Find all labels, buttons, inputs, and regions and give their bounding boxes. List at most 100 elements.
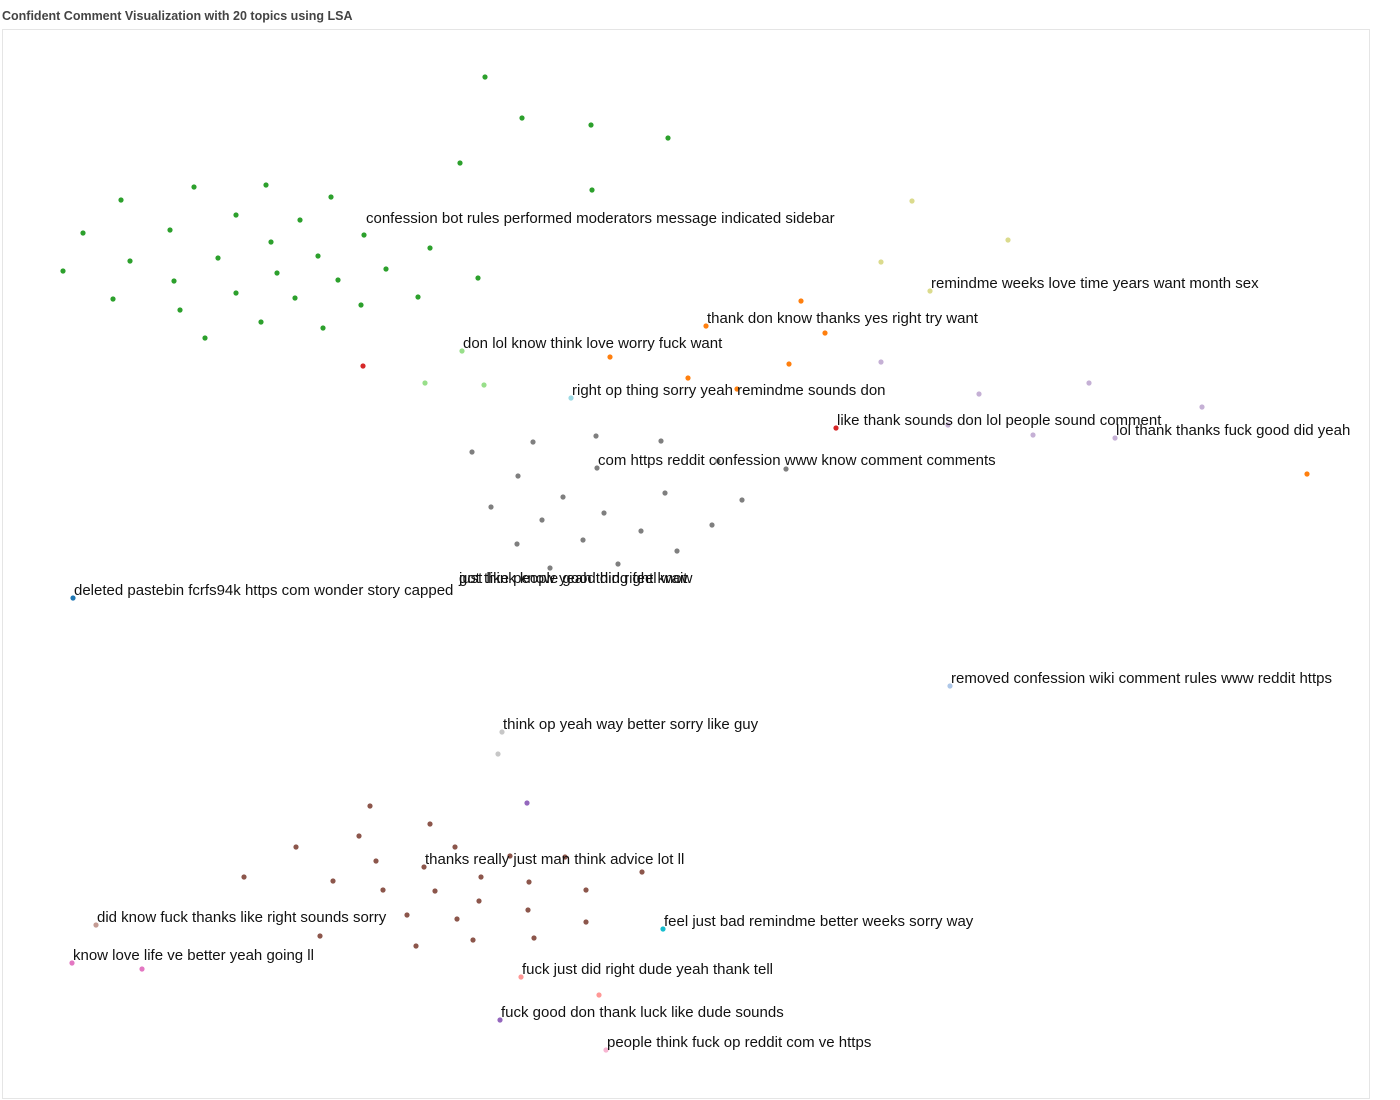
point-gray-18[interactable] <box>674 548 680 554</box>
point-gray-19[interactable] <box>547 565 553 571</box>
point-gray-9[interactable] <box>560 494 566 500</box>
point-purple-0[interactable] <box>524 800 530 806</box>
point-brown-3[interactable] <box>293 844 299 850</box>
point-lavender-2[interactable] <box>1086 380 1092 386</box>
point-green-34[interactable] <box>320 325 326 331</box>
point-lavender-5[interactable] <box>1030 432 1036 438</box>
point-silver-1[interactable] <box>495 751 501 757</box>
point-green-17[interactable] <box>215 255 221 261</box>
point-green-3[interactable] <box>665 135 671 141</box>
point-gray-5[interactable] <box>594 465 600 471</box>
point-brown-2[interactable] <box>356 833 362 839</box>
point-green-2[interactable] <box>588 122 594 128</box>
point-green-22[interactable] <box>60 268 66 274</box>
point-gray-3[interactable] <box>658 438 664 444</box>
point-green-11[interactable] <box>167 227 173 233</box>
point-green-26[interactable] <box>110 296 116 302</box>
point-pink-1[interactable] <box>139 966 145 972</box>
point-green-33[interactable] <box>258 319 264 325</box>
point-tan-0[interactable] <box>93 922 99 928</box>
point-gray-17[interactable] <box>580 537 586 543</box>
point-rose-1[interactable] <box>518 974 524 980</box>
point-olive-3[interactable] <box>927 288 933 294</box>
point-brown-12[interactable] <box>432 888 438 894</box>
point-brown-14[interactable] <box>526 879 532 885</box>
point-lavender-3[interactable] <box>1199 404 1205 410</box>
point-green-13[interactable] <box>297 217 303 223</box>
point-brown-5[interactable] <box>373 858 379 864</box>
point-olive-0[interactable] <box>909 198 915 204</box>
point-gray-10[interactable] <box>662 490 668 496</box>
point-green-15[interactable] <box>427 245 433 251</box>
point-green-7[interactable] <box>191 184 197 190</box>
point-lightgreen-2[interactable] <box>481 382 487 388</box>
point-brown-1[interactable] <box>427 821 433 827</box>
point-green-6[interactable] <box>118 197 124 203</box>
point-gray-14[interactable] <box>638 528 644 534</box>
point-orange-1[interactable] <box>703 323 709 329</box>
point-green-12[interactable] <box>233 212 239 218</box>
point-brown-11[interactable] <box>380 887 386 893</box>
point-cyan-0[interactable] <box>660 926 666 932</box>
point-gray-2[interactable] <box>593 433 599 439</box>
point-green-23[interactable] <box>171 278 177 284</box>
point-brown-0[interactable] <box>367 803 373 809</box>
point-pink-0[interactable] <box>69 960 75 966</box>
point-orange-3[interactable] <box>607 354 613 360</box>
point-gray-0[interactable] <box>469 449 475 455</box>
point-green-16[interactable] <box>127 258 133 264</box>
point-gray-16[interactable] <box>514 541 520 547</box>
point-olive-1[interactable] <box>1005 237 1011 243</box>
point-green-29[interactable] <box>292 295 298 301</box>
point-gray-4[interactable] <box>515 473 521 479</box>
point-brown-21[interactable] <box>583 919 589 925</box>
point-green-25[interactable] <box>335 277 341 283</box>
point-lightblue-0[interactable] <box>568 395 574 401</box>
point-brown-4[interactable] <box>452 844 458 850</box>
point-brown-8[interactable] <box>562 854 568 860</box>
point-brown-20[interactable] <box>454 916 460 922</box>
point-brown-22[interactable] <box>317 933 323 939</box>
point-gray-13[interactable] <box>601 510 607 516</box>
point-gray-8[interactable] <box>488 504 494 510</box>
point-green-28[interactable] <box>233 290 239 296</box>
point-lavender-0[interactable] <box>878 359 884 365</box>
point-green-24[interactable] <box>274 270 280 276</box>
point-orange-2[interactable] <box>822 330 828 336</box>
point-lavender-4[interactable] <box>945 422 951 428</box>
point-orange-5[interactable] <box>685 375 691 381</box>
point-brown-18[interactable] <box>476 898 482 904</box>
point-gray-12[interactable] <box>539 517 545 523</box>
point-brown-17[interactable] <box>404 912 410 918</box>
point-green-27[interactable] <box>177 307 183 313</box>
point-brown-24[interactable] <box>531 935 537 941</box>
point-green-30[interactable] <box>358 302 364 308</box>
point-brown-23[interactable] <box>470 937 476 943</box>
point-red-1[interactable] <box>833 425 839 431</box>
point-blue-0[interactable] <box>70 595 76 601</box>
point-brown-13[interactable] <box>478 874 484 880</box>
point-brown-16[interactable] <box>583 887 589 893</box>
point-green-14[interactable] <box>361 232 367 238</box>
point-orange-0[interactable] <box>798 298 804 304</box>
point-olive-2[interactable] <box>878 259 884 265</box>
point-brown-9[interactable] <box>241 874 247 880</box>
point-gray-11[interactable] <box>739 497 745 503</box>
point-green-9[interactable] <box>328 194 334 200</box>
point-red-0[interactable] <box>360 363 366 369</box>
point-brown-25[interactable] <box>413 943 419 949</box>
point-green-10[interactable] <box>80 230 86 236</box>
point-brown-19[interactable] <box>525 907 531 913</box>
point-orange-7[interactable] <box>1304 471 1310 477</box>
point-brown-7[interactable] <box>507 853 513 859</box>
point-brown-10[interactable] <box>330 878 336 884</box>
point-brown-6[interactable] <box>421 864 427 870</box>
point-green-20[interactable] <box>383 266 389 272</box>
point-gray-20[interactable] <box>615 561 621 567</box>
point-gray-15[interactable] <box>709 522 715 528</box>
point-brown-15[interactable] <box>639 869 645 875</box>
point-orange-4[interactable] <box>786 361 792 367</box>
point-gray-6[interactable] <box>715 458 721 464</box>
point-green-32[interactable] <box>202 335 208 341</box>
point-gray-7[interactable] <box>783 466 789 472</box>
